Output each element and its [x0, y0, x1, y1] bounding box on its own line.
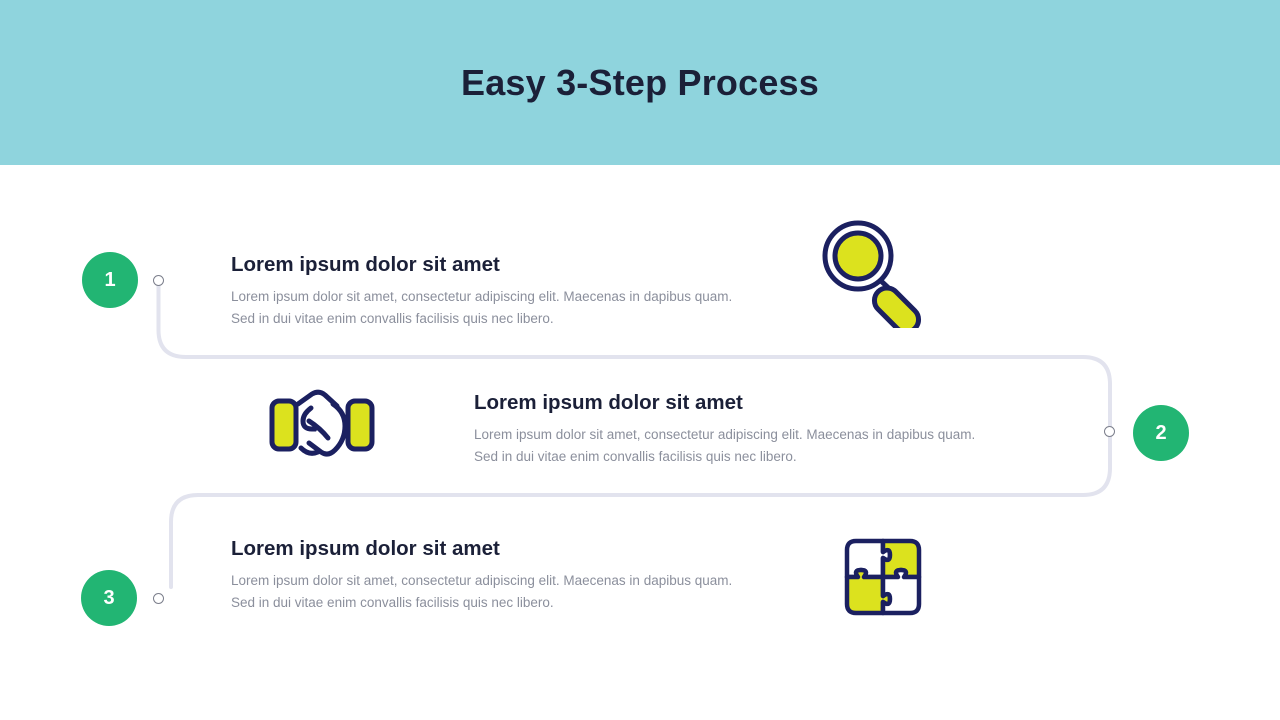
header-banner	[0, 0, 1280, 165]
step-badge-3[interactable]: 3	[81, 570, 137, 626]
step-heading-2: Lorem ipsum dolor sit amet	[474, 391, 743, 414]
step-badge-2-number: 2	[1155, 422, 1167, 444]
step-badge-1[interactable]: 1	[82, 252, 138, 308]
handshake-icon	[265, 388, 380, 470]
step-text-block-3: Lorem ipsum dolor sit amet Lorem ipsum d…	[231, 537, 732, 614]
step-body-line1-2: Lorem ipsum dolor sit amet, consectetur …	[474, 427, 976, 442]
step-node-marker-2	[1104, 426, 1115, 437]
magnifier-icon	[810, 208, 930, 335]
step-text-block-2: Lorem ipsum dolor sit amet Lorem ipsum d…	[474, 391, 975, 468]
step-body-line1-1: Lorem ipsum dolor sit amet, consectetur …	[231, 289, 733, 304]
step-body-line2-1: Sed in dui vitae enim convallis facilisi…	[231, 311, 554, 326]
step-body-line2-2: Sed in dui vitae enim convallis facilisi…	[474, 449, 797, 464]
step-body-line2-3: Sed in dui vitae enim convallis facilisi…	[231, 595, 554, 610]
step-body-line1-3: Lorem ipsum dolor sit amet, consectetur …	[231, 573, 733, 588]
step-badge-2[interactable]: 2	[1133, 405, 1189, 461]
step-node-marker-3	[153, 593, 164, 604]
step-node-marker-1	[153, 275, 164, 286]
page-title: Easy 3-Step Process	[461, 61, 819, 103]
step-heading-1: Lorem ipsum dolor sit amet	[231, 253, 500, 276]
step-text-block-1: Lorem ipsum dolor sit amet Lorem ipsum d…	[231, 253, 732, 330]
puzzle-icon	[842, 536, 924, 618]
step-badge-1-number: 1	[104, 269, 116, 291]
step-badge-3-number: 3	[103, 587, 115, 609]
step-heading-3: Lorem ipsum dolor sit amet	[231, 537, 500, 560]
